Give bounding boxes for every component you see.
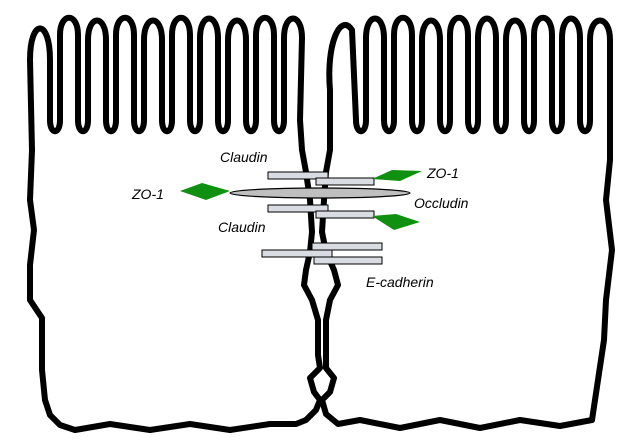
ecadherin-bar-right [312, 243, 382, 250]
ecadherin-bar-right-lower [314, 257, 382, 264]
ecadherin-bar-left [262, 250, 332, 257]
zo1-diamond-lower-right [372, 214, 420, 230]
label-claudin-top: Claudin [220, 149, 268, 165]
claudin-bar-top-right [316, 178, 374, 185]
right-cell-outline [322, 18, 612, 428]
zo1-diamond-right [372, 170, 422, 181]
label-ecadherin: E-cadherin [366, 274, 434, 290]
occludin-oval [230, 188, 410, 198]
claudin-bar-bottom-right [316, 211, 374, 218]
left-cell-outline [30, 18, 320, 430]
label-claudin-bottom: Claudin [218, 219, 266, 235]
zo1-diamond-left [180, 183, 230, 200]
label-zo1-left: ZO-1 [131, 186, 164, 202]
label-occludin: Occludin [414, 195, 469, 211]
label-zo1-right: ZO-1 [426, 165, 459, 181]
